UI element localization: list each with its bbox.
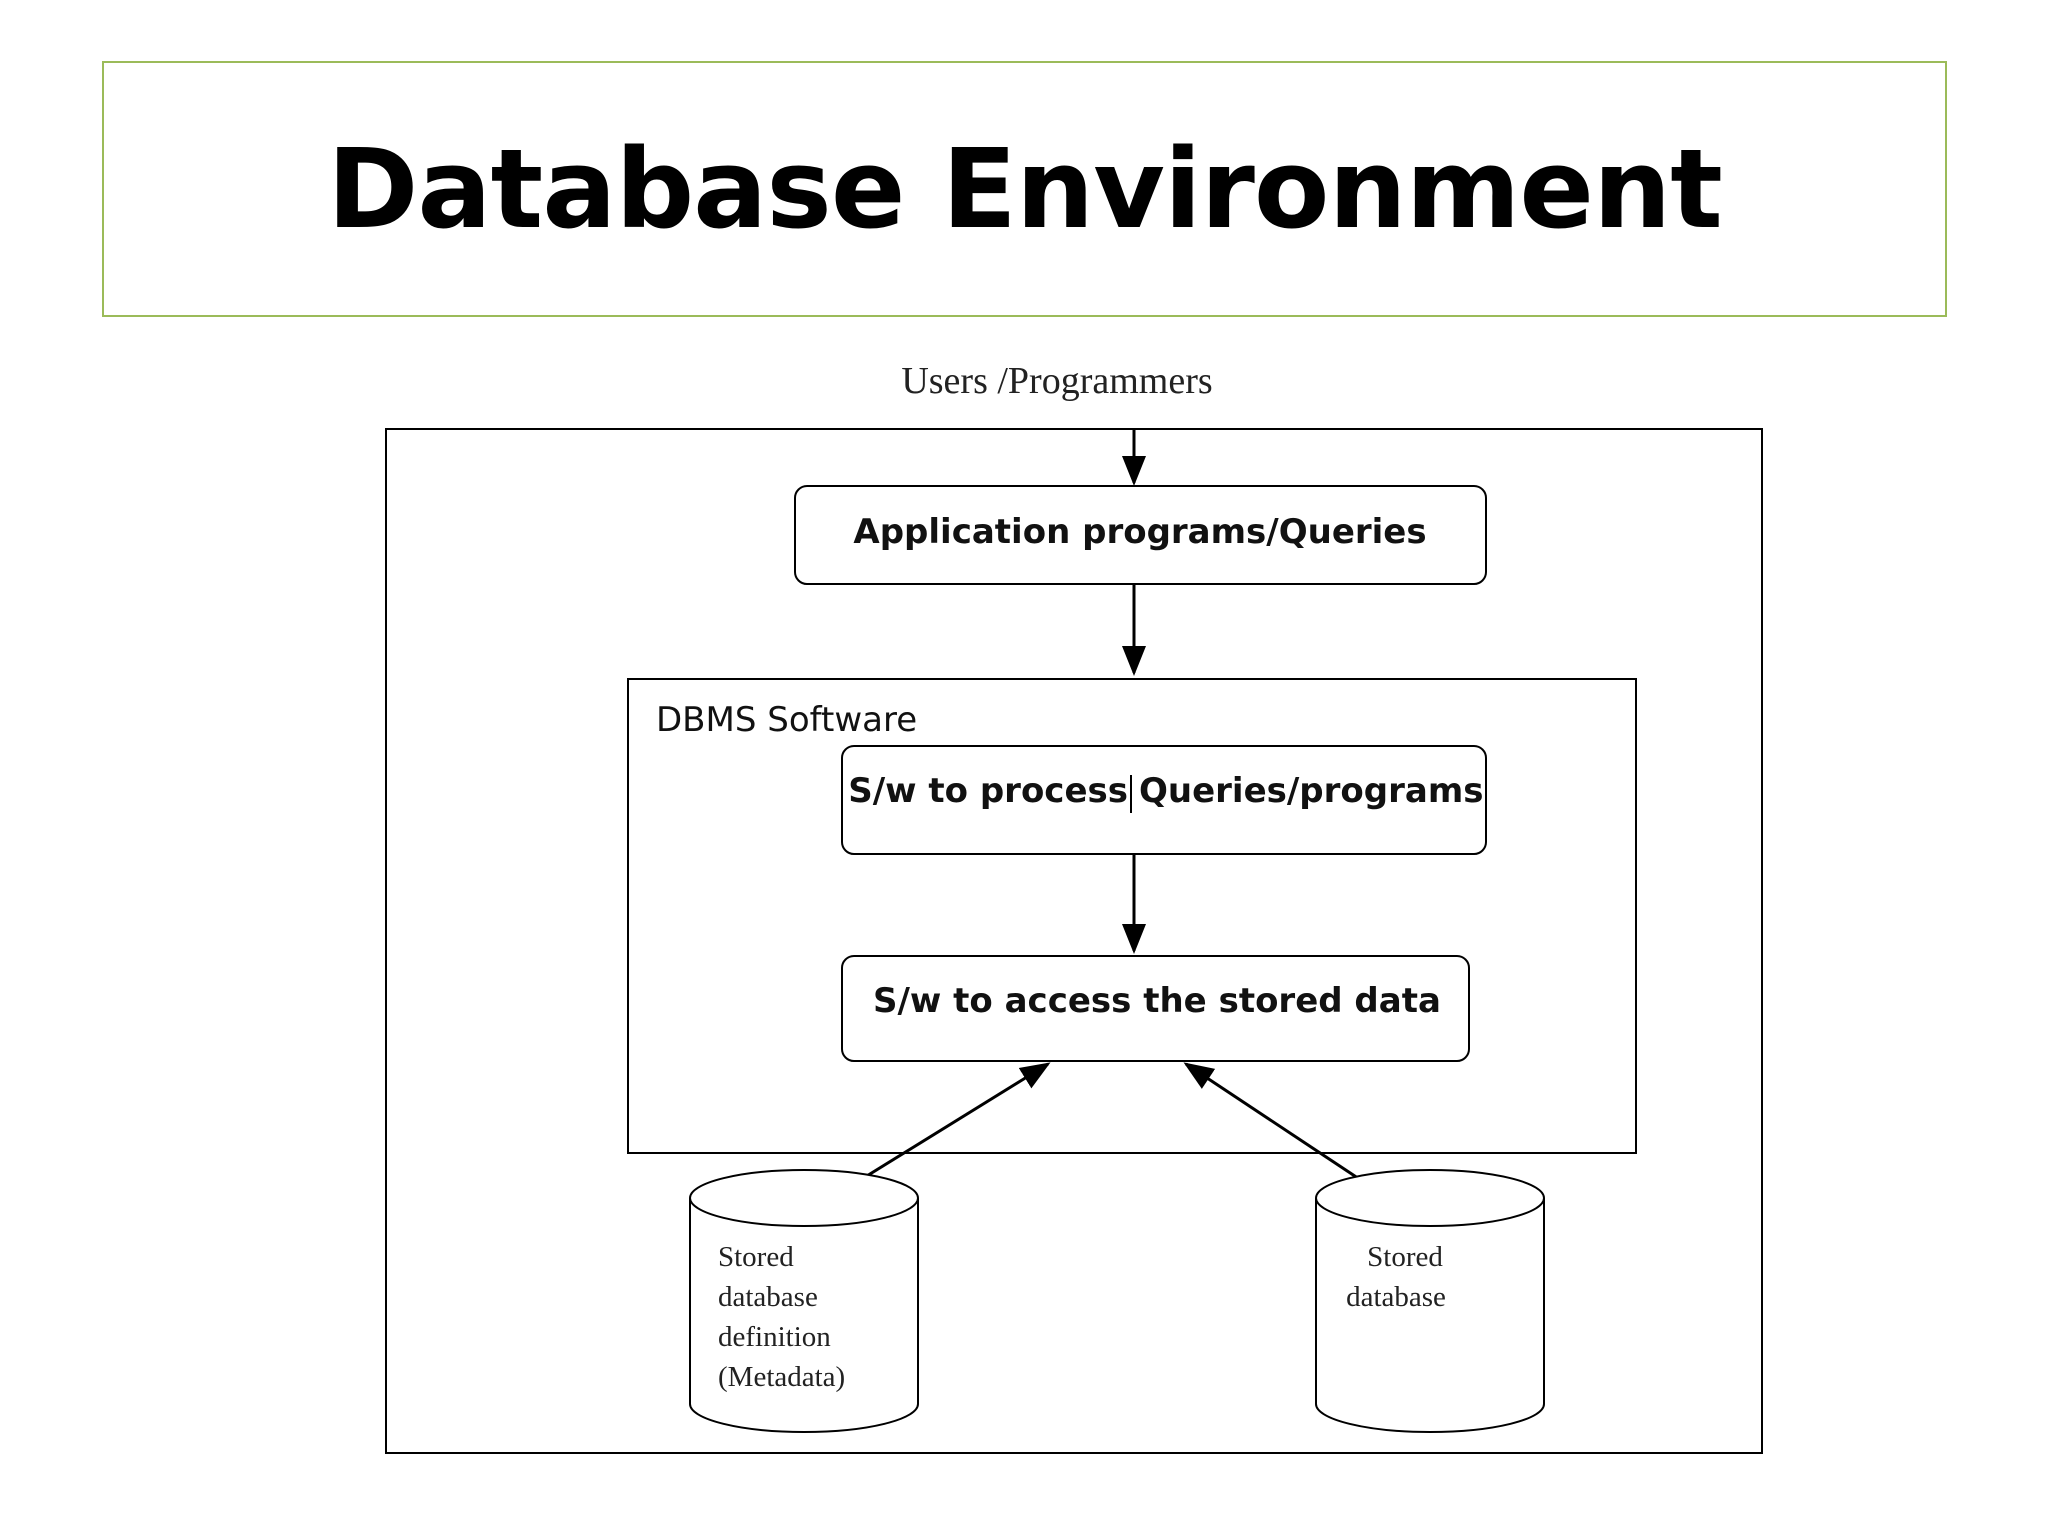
application-box bbox=[794, 485, 1487, 585]
metadata-store-line2: database bbox=[718, 1281, 818, 1313]
database-store-line1: Stored bbox=[1367, 1241, 1443, 1273]
metadata-store-line1: Stored bbox=[718, 1241, 794, 1273]
title-box: Database Environment bbox=[102, 61, 1947, 317]
application-box-label: Application programs/Queries bbox=[853, 512, 1426, 552]
access-box bbox=[841, 955, 1470, 1062]
process-box bbox=[841, 745, 1487, 855]
metadata-store-line3: definition bbox=[718, 1321, 831, 1353]
dbms-label: DBMS Software bbox=[656, 700, 917, 740]
metadata-store-cylinder bbox=[689, 1169, 919, 1433]
database-store-cylinder bbox=[1315, 1169, 1545, 1433]
process-box-label-a: S/w to process bbox=[848, 771, 1128, 811]
access-box-label: S/w to access the stored data bbox=[873, 981, 1441, 1021]
slide-title: Database Environment bbox=[327, 125, 1723, 253]
process-box-label-b: Queries/programs bbox=[1139, 771, 1483, 811]
metadata-store-line4: (Metadata) bbox=[718, 1361, 845, 1393]
dbms-box bbox=[627, 678, 1637, 1154]
outer-frame bbox=[385, 428, 1763, 1454]
users-label: Users /Programmers bbox=[901, 360, 1212, 402]
database-store-line2: database bbox=[1346, 1281, 1446, 1313]
